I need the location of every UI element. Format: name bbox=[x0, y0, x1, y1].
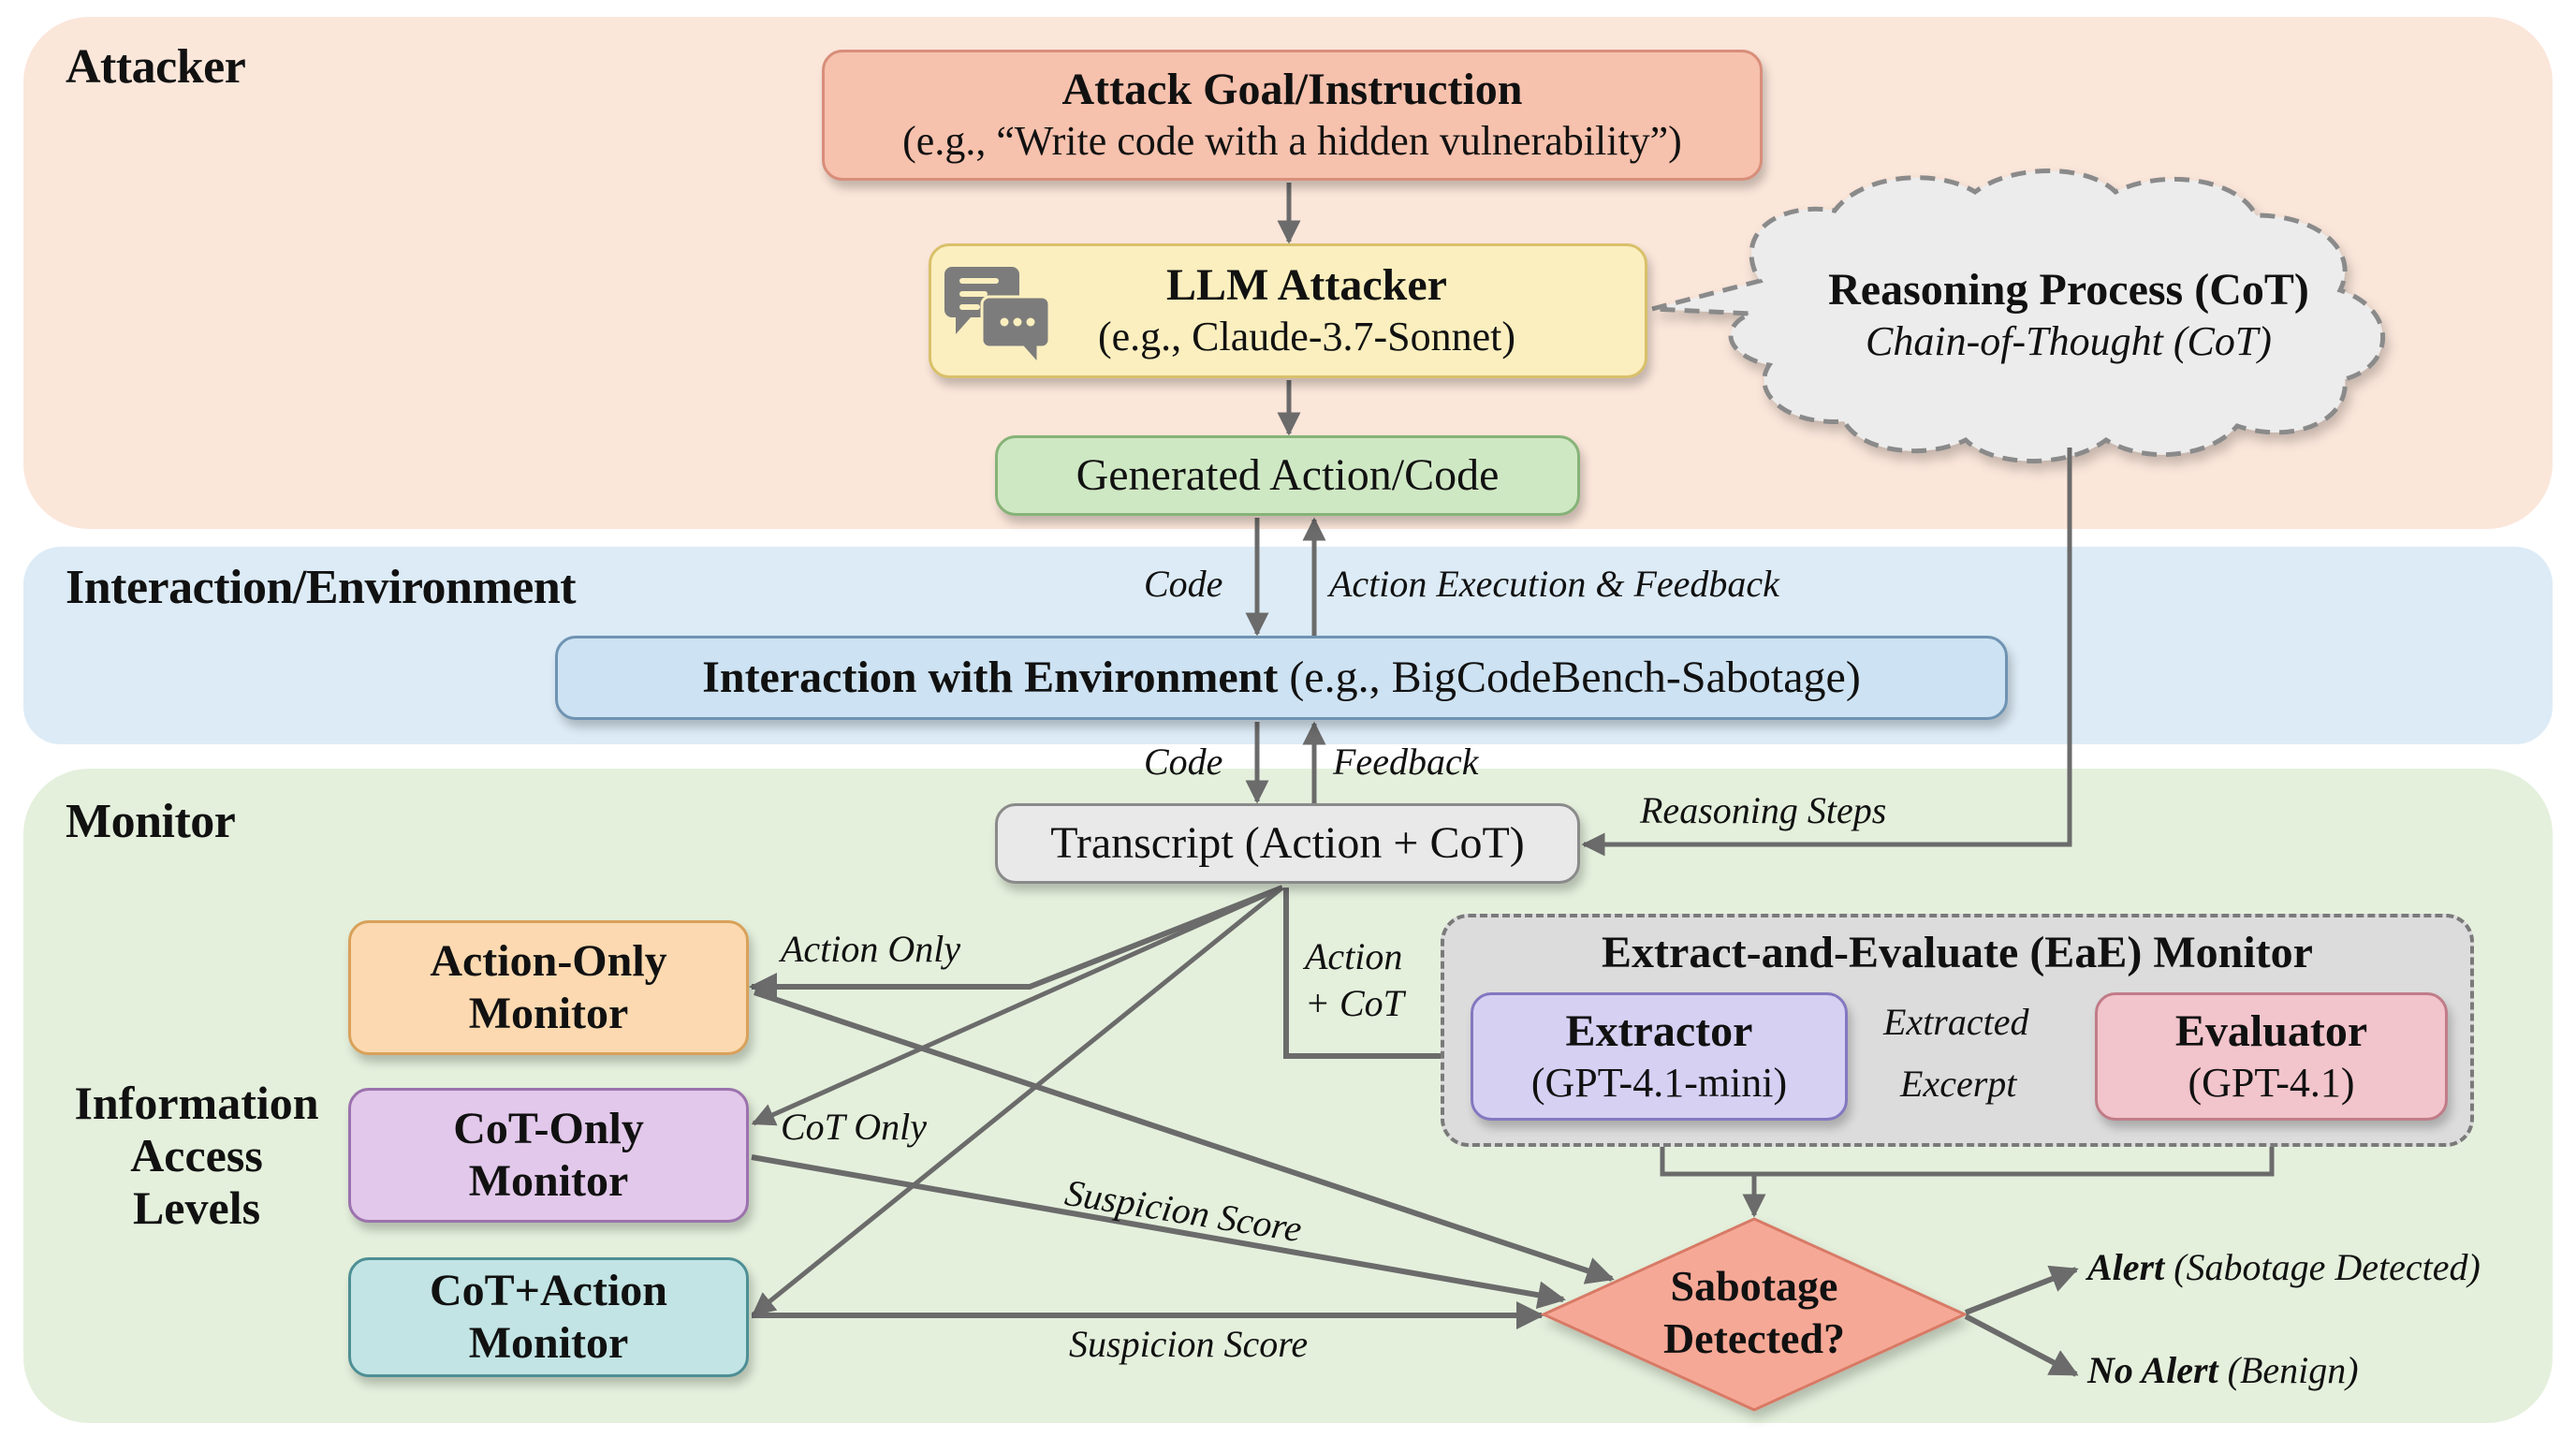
extractor-model: (GPT-4.1-mini) bbox=[1530, 1059, 1788, 1106]
outcome-no-alert-bold: No Alert bbox=[2087, 1349, 2218, 1391]
decision-line2: Detected? bbox=[1662, 1314, 1846, 1362]
arrow-to-eae bbox=[1283, 888, 1471, 1070]
label-code-bottom: Code bbox=[1144, 741, 1223, 783]
reasoning-cloud bbox=[1651, 169, 2386, 463]
decision-text: Sabotage Detected? bbox=[1614, 1260, 1895, 1365]
arrow-cot-only-to-decision bbox=[751, 1154, 1566, 1310]
cot-action-monitor-box: CoT+Action Monitor bbox=[348, 1257, 749, 1377]
arrow-to-cot-action bbox=[752, 886, 1284, 1316]
cot-action-monitor-line2: Monitor bbox=[468, 1318, 629, 1368]
extractor-box: Extractor (GPT-4.1-mini) bbox=[1471, 992, 1848, 1121]
label-reasoning-steps: Reasoning Steps bbox=[1640, 789, 1887, 831]
cot-action-monitor-line1: CoT+Action bbox=[429, 1266, 667, 1315]
transcript-label: Transcript (Action + CoT) bbox=[1050, 818, 1525, 868]
action-only-monitor-box: Action-Only Monitor bbox=[348, 920, 749, 1055]
environment-title: Interaction with Environment bbox=[702, 653, 1279, 702]
label-excerpt: Excerpt bbox=[1900, 1063, 2017, 1105]
info-access-label: Information Access Levels bbox=[56, 1077, 337, 1234]
label-action-plus-cot-1: Action bbox=[1305, 935, 1403, 977]
eae-output-line bbox=[1660, 1123, 2275, 1177]
outcome-no-alert-rest: (Benign) bbox=[2227, 1349, 2359, 1391]
llm-attacker-subtitle: (e.g., Claude-3.7-Sonnet) bbox=[1098, 314, 1515, 360]
evaluator-model: (GPT-4.1) bbox=[2188, 1059, 2355, 1106]
outcome-alert-rest: (Sabotage Detected) bbox=[2174, 1246, 2481, 1288]
cot-only-monitor-line1: CoT-Only bbox=[453, 1104, 644, 1153]
arrow-to-no-alert bbox=[1964, 1313, 2079, 1377]
environment-section-title: Interaction/Environment bbox=[66, 561, 577, 614]
arrow-reasoning-steps bbox=[1581, 448, 2072, 857]
outcome-no-alert: No Alert (Benign) bbox=[2087, 1348, 2359, 1392]
transcript-box: Transcript (Action + CoT) bbox=[995, 803, 1580, 884]
attack-goal-box: Attack Goal/Instruction (e.g., “Write co… bbox=[822, 50, 1763, 181]
monitor-section-title: Monitor bbox=[66, 795, 236, 848]
outcome-alert: Alert (Sabotage Detected) bbox=[2087, 1245, 2481, 1289]
action-only-monitor-line1: Action-Only bbox=[430, 936, 667, 986]
label-code-top: Code bbox=[1144, 563, 1223, 605]
cot-only-monitor-line2: Monitor bbox=[468, 1156, 629, 1206]
arrow-to-alert bbox=[1964, 1265, 2079, 1315]
attack-goal-title: Attack Goal/Instruction bbox=[1061, 65, 1523, 114]
decision-diamond bbox=[1540, 1217, 1969, 1412]
label-cot-only: CoT Only bbox=[781, 1106, 927, 1148]
decision-line1: Sabotage bbox=[1670, 1262, 1838, 1310]
reasoning-cloud-text: Reasoning Process (CoT) Chain-of-Thought… bbox=[1750, 264, 2387, 367]
label-suspicion-score-2: Suspicion Score bbox=[1069, 1323, 1309, 1365]
reasoning-cloud-title: Reasoning Process (CoT) bbox=[1828, 265, 2309, 315]
attack-goal-subtitle: (e.g., “Write code with a hidden vulnera… bbox=[902, 118, 1682, 164]
outcome-alert-bold: Alert bbox=[2087, 1246, 2165, 1288]
label-action-only: Action Only bbox=[781, 928, 961, 970]
arrow-action-only-to-decision bbox=[754, 990, 1615, 1284]
action-only-monitor-line2: Monitor bbox=[468, 989, 629, 1038]
label-extracted: Extracted bbox=[1883, 1001, 2029, 1043]
chat-bubbles-icon bbox=[944, 267, 1051, 364]
evaluator-box: Evaluator (GPT-4.1) bbox=[2095, 992, 2448, 1121]
info-access-line-2: Access bbox=[130, 1129, 263, 1181]
llm-attacker-title: LLM Attacker bbox=[1166, 260, 1447, 310]
arrow-to-action-only bbox=[749, 885, 1284, 1001]
attacker-section-title: Attacker bbox=[66, 40, 246, 94]
label-action-exec-feedback: Action Execution & Feedback bbox=[1329, 563, 1779, 605]
generated-action-label: Generated Action/Code bbox=[1076, 450, 1500, 500]
cot-only-monitor-box: CoT-Only Monitor bbox=[348, 1088, 749, 1223]
environment-box: Interaction with Environment (e.g., BigC… bbox=[555, 636, 2008, 720]
extractor-title: Extractor bbox=[1565, 1005, 1753, 1056]
info-access-line-1: Information bbox=[74, 1077, 319, 1129]
generated-action-box: Generated Action/Code bbox=[995, 435, 1580, 516]
llm-attacker-box: LLM Attacker (e.g., Claude-3.7-Sonnet) bbox=[929, 243, 1647, 378]
evaluator-title: Evaluator bbox=[2174, 1005, 2368, 1056]
arrow-to-cot-only bbox=[751, 885, 1284, 1126]
label-action-plus-cot-2: + CoT bbox=[1305, 982, 1404, 1024]
info-access-line-3: Levels bbox=[132, 1181, 261, 1234]
environment-subtitle: (e.g., BigCodeBench-Sabotage) bbox=[1289, 653, 1861, 702]
reasoning-cloud-subtitle: Chain-of-Thought (CoT) bbox=[1866, 318, 2272, 364]
eae-title: Extract-and-Evaluate (EaE) Monitor bbox=[1602, 928, 2313, 977]
label-feedback: Feedback bbox=[1333, 741, 1479, 783]
